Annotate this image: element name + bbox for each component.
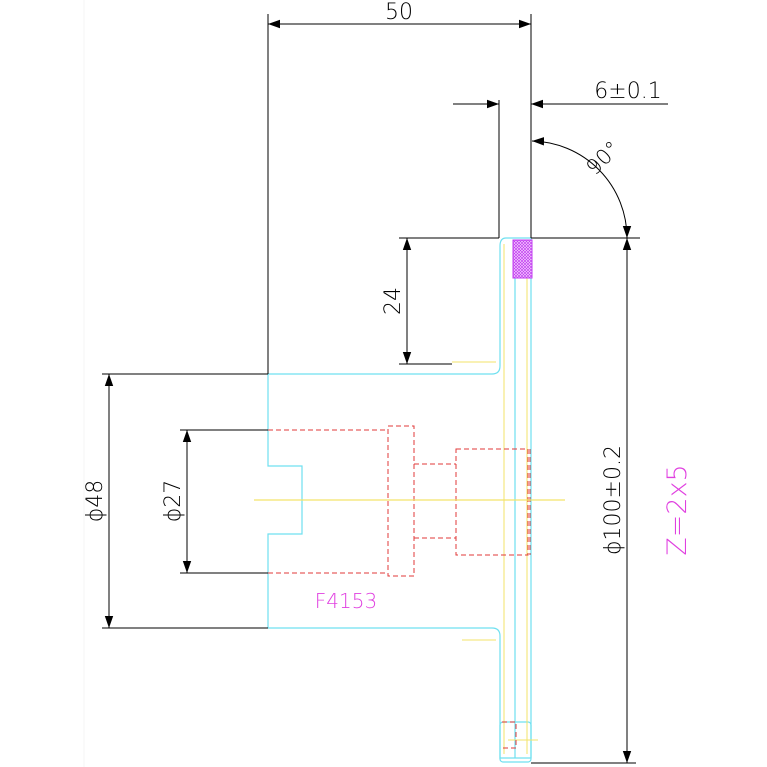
part-number-label: F4153 [315,589,377,613]
dimension-50: 50 [385,0,413,25]
dimension-6-tolerance: 6±0.1 [594,79,661,104]
hidden-lines [268,425,531,749]
tooth-section-hatch [512,239,533,279]
part-outline [267,237,532,763]
teeth-spec-label: Z=2x5 [662,464,693,555]
web-offset-lines [452,244,538,754]
dimension-lines [102,14,668,764]
dimension-24: 24 [381,287,406,315]
dimension-dia-48: ϕ48 [83,480,108,523]
dimension-angle-90: 90° [581,136,624,179]
dimension-dia-27: ϕ27 [161,480,186,523]
dimension-dia-100-tolerance: ϕ100±0.2 [601,445,626,555]
